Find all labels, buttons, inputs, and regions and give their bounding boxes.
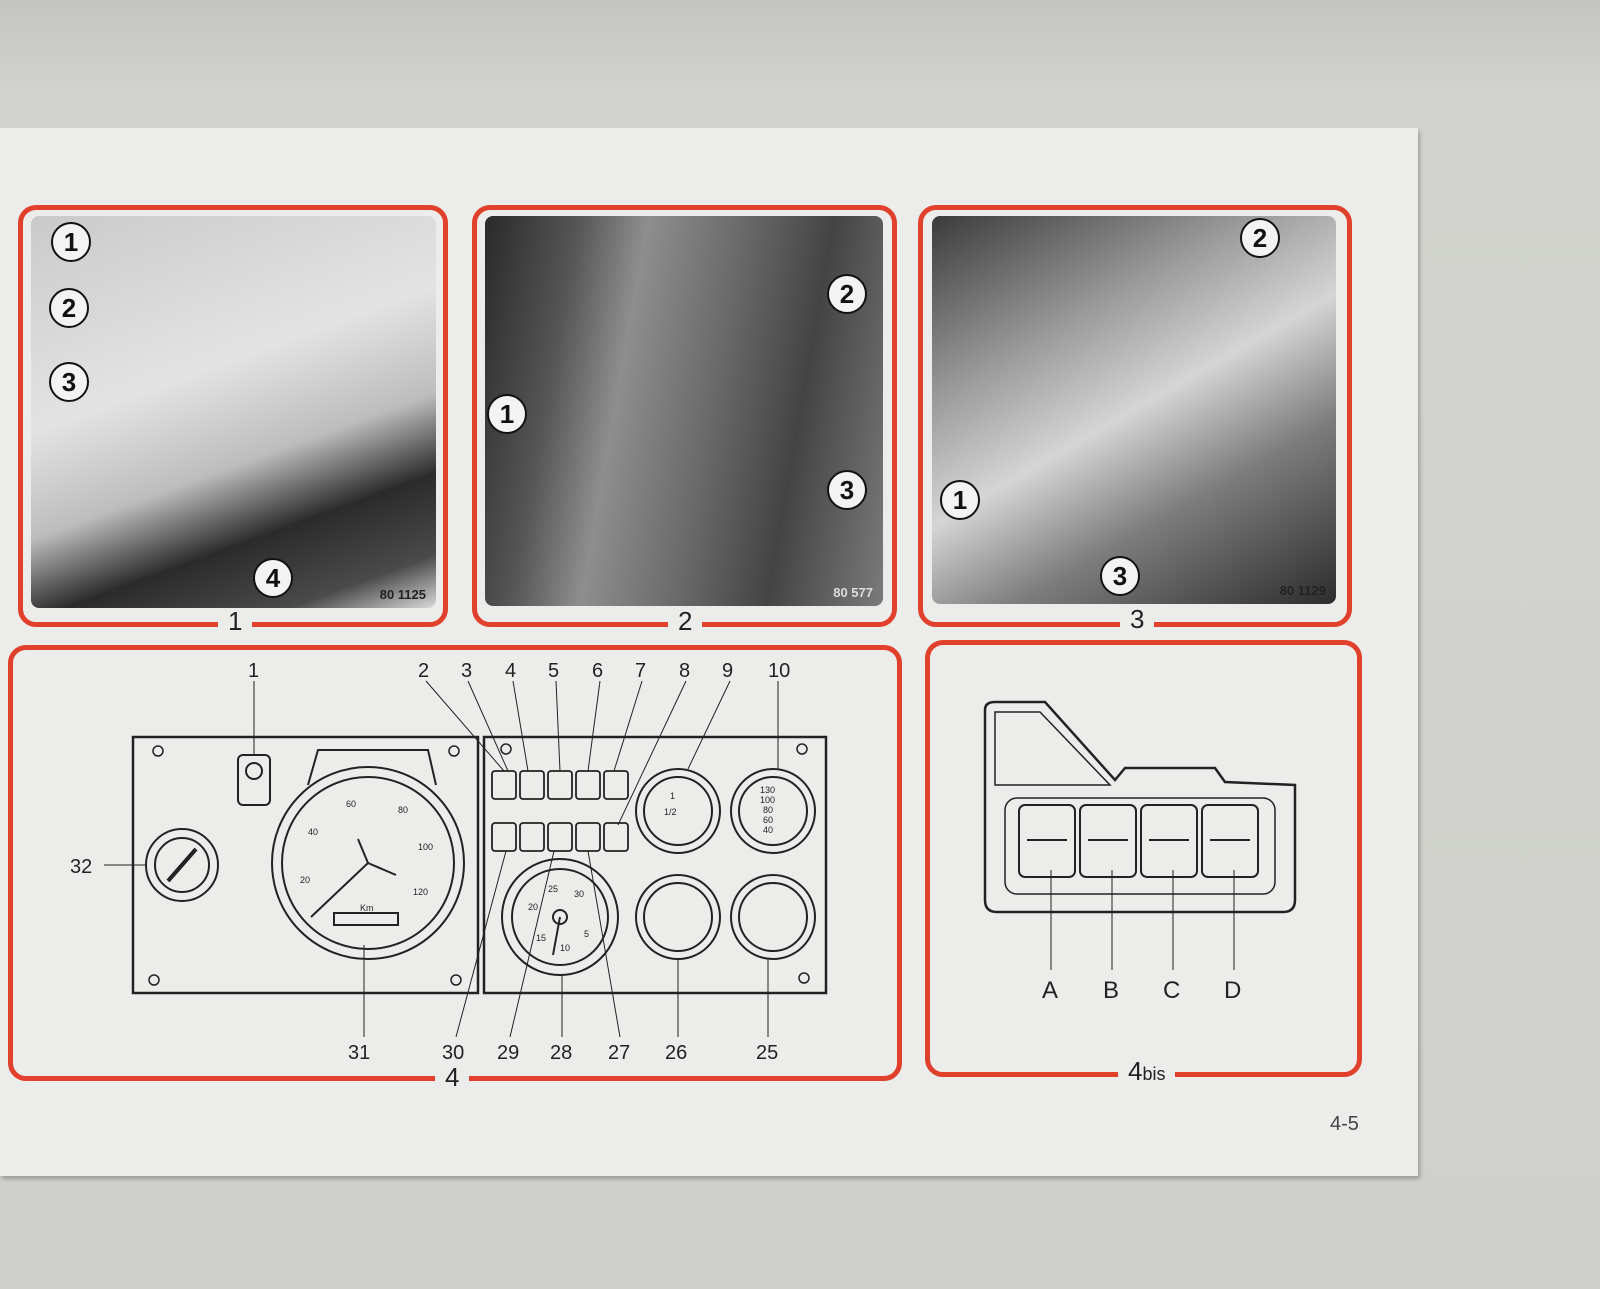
svg-text:Km: Km [360,903,374,913]
figure-3-photo: 2 1 3 80 1129 [932,216,1336,604]
tachometer [501,858,619,976]
warning-lights [491,770,629,852]
svg-text:80: 80 [763,805,773,815]
speedometer [271,766,465,960]
temp-gauge [730,768,816,854]
svg-text:1: 1 [670,791,675,801]
label-10: 10 [768,660,790,682]
svg-text:120: 120 [413,887,428,897]
label-28: 28 [550,1042,572,1064]
oil-gauge [730,874,816,960]
caption-number: 4 [1128,1056,1143,1086]
callout-1: 1 [487,394,527,434]
caption-suffix: bis [1142,1064,1166,1084]
svg-text:40: 40 [308,827,318,837]
figure-2-photo: 2 1 3 80 577 [485,216,883,606]
label-d: D [1224,977,1241,1004]
svg-text:40: 40 [763,825,773,835]
label-2: 2 [418,660,429,682]
page-number: 4-5 [1330,1113,1359,1135]
callout-3: 3 [49,362,89,402]
svg-text:60: 60 [346,799,356,809]
figure-4-caption: 4 [435,1064,470,1090]
pressure-gauge [635,874,721,960]
figure-1-photo: 1 2 3 4 80 1125 [31,216,436,608]
svg-text:60: 60 [763,815,773,825]
svg-text:20: 20 [528,902,538,912]
label-a: A [1042,977,1058,1004]
callout-2: 2 [827,274,867,314]
dashboard-diagram: 1 2 3 4 5 6 7 8 9 10 31 30 29 28 27 26 2… [70,660,828,1064]
label-30: 30 [442,1042,464,1064]
svg-text:80: 80 [398,805,408,815]
label-29: 29 [497,1042,519,1064]
svg-text:130: 130 [760,785,775,795]
label-32: 32 [70,856,92,878]
label-7: 7 [635,660,646,682]
callout-1: 1 [940,480,980,520]
label-26: 26 [665,1042,687,1064]
svg-text:10: 10 [560,943,570,953]
svg-text:100: 100 [760,795,775,805]
label-6: 6 [592,660,603,682]
label-31: 31 [348,1042,370,1064]
photo-code: 80 1125 [379,587,426,602]
callout-3: 3 [827,470,867,510]
svg-text:30: 30 [574,889,584,899]
label-3: 3 [461,660,472,682]
figure-2-caption: 2 [668,608,703,634]
figure-1-caption: 1 [218,608,253,634]
svg-text:5: 5 [584,929,589,939]
callout-1: 1 [51,222,91,262]
label-1: 1 [248,660,259,682]
label-c: C [1163,977,1180,1004]
label-4: 4 [505,660,516,682]
figure-3-caption: 3 [1120,606,1155,632]
svg-text:25: 25 [548,884,558,894]
label-9: 9 [722,660,733,682]
label-b: B [1103,977,1119,1004]
figure-4bis-caption: 4bis [1118,1056,1176,1087]
photo-code: 80 1129 [1279,583,1326,598]
label-5: 5 [548,660,559,682]
label-25: 25 [756,1042,778,1064]
callout-3: 3 [1100,556,1140,596]
callout-4: 4 [253,558,293,598]
fuel-gauge [635,768,721,854]
svg-text:1/2: 1/2 [664,807,677,817]
svg-text:20: 20 [300,875,310,885]
svg-text:100: 100 [418,842,433,852]
svg-text:15: 15 [536,933,546,943]
switch-panel-diagram: A B C D [983,700,1297,1004]
callout-2: 2 [49,288,89,328]
photo-code: 80 577 [833,585,873,600]
label-8: 8 [679,660,690,682]
label-27: 27 [608,1042,630,1064]
callout-2: 2 [1240,218,1280,258]
